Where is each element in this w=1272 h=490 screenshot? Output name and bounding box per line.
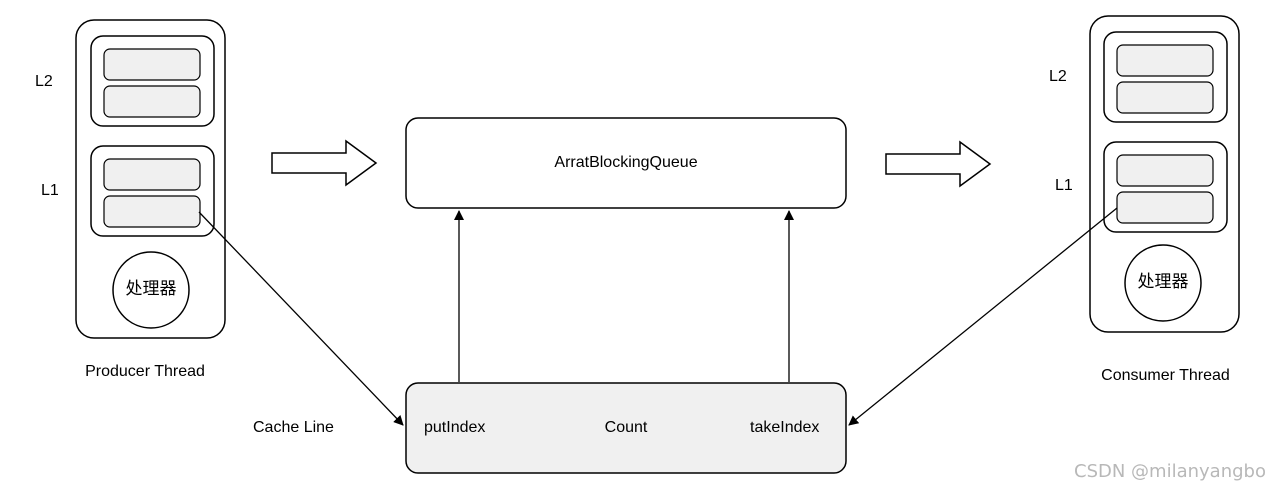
consumer-l1-to-cache-line-arrow (848, 207, 1118, 426)
consumer-processor-circle (1124, 244, 1202, 322)
producer-l1-cell-2 (103, 195, 201, 228)
producer-l1-label: L1 (41, 182, 59, 199)
consumer-thread-title: Consumer Thread (1101, 367, 1230, 384)
cache-line-label: Cache Line (253, 419, 334, 436)
cache-line-box (405, 382, 847, 474)
consumer-l1-cell-1 (1116, 154, 1214, 187)
consumer-l1-cell-2 (1116, 191, 1214, 224)
consumer-l2-cell-2 (1116, 81, 1214, 114)
producer-to-queue-block-arrow (271, 139, 378, 187)
producer-processor-label: 处理器 (125, 279, 177, 299)
cache-line-field-takeindex: takeIndex (750, 419, 820, 436)
queue-label: ArratBlockingQueue (554, 154, 698, 171)
consumer-thread (1089, 15, 1240, 333)
queue-to-consumer-block-arrow (885, 140, 992, 188)
consumer-l2-label: L2 (1049, 68, 1067, 85)
cache-line-field-count: Count (604, 419, 648, 436)
producer-l1-cell-1 (103, 158, 201, 191)
cache-line-field-putindex: putIndex (424, 419, 486, 436)
producer-l2-label: L2 (35, 73, 53, 90)
consumer-l2-cell-1 (1116, 44, 1214, 77)
producer-l2-cell-1 (103, 48, 201, 81)
watermark-text: CSDN @milanyangbo (1074, 461, 1266, 482)
producer-thread (75, 19, 226, 339)
producer-processor-circle (112, 251, 190, 329)
consumer-l1-label: L1 (1055, 177, 1073, 194)
producer-thread-title: Producer Thread (85, 363, 205, 380)
queue-box (405, 117, 847, 209)
producer-l1-to-cache-line-arrow (198, 211, 404, 426)
producer-l2-cell-2 (103, 85, 201, 118)
consumer-processor-label: 处理器 (1137, 272, 1189, 292)
